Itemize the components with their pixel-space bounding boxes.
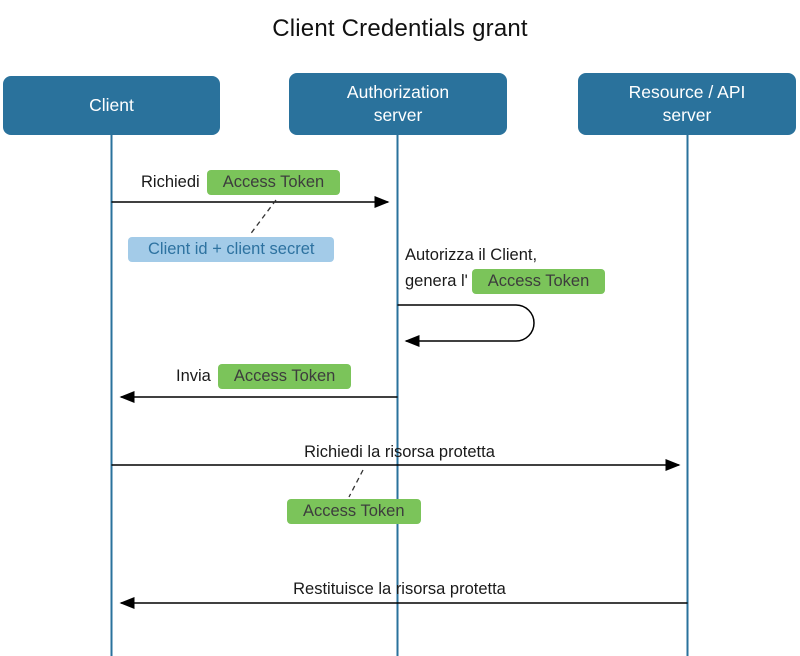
actor-resource-api-server: Resource / API server	[578, 73, 796, 135]
actor-authorization-server: Authorization server	[289, 73, 507, 135]
msg-request-resource: Richiedi la risorsa protetta	[304, 443, 495, 461]
access-token-badge-request: Access Token	[206, 170, 341, 195]
access-token-badge-generate: Access Token	[471, 269, 606, 294]
actor-authorization-server-label: Authorization server	[346, 81, 450, 125]
access-token-badge-send: Access Token	[217, 364, 352, 389]
actor-resource-api-server-label: Resource / API server	[628, 81, 746, 125]
connector-resource-token	[348, 469, 364, 498]
actor-client: Client	[3, 76, 220, 135]
arrow-self-authorize	[397, 304, 535, 347]
self-msg-line1: Autorizza il Client,	[405, 246, 538, 264]
actor-client-label: Client	[89, 94, 134, 115]
msg-send-prefix: Invia	[176, 367, 211, 385]
self-msg-prefix: genera l'	[405, 272, 468, 290]
msg-send-access-token: Invia Access Token	[176, 364, 352, 389]
msg-request-prefix: Richiedi	[141, 173, 200, 191]
access-token-badge-resource: Access Token	[287, 499, 421, 524]
diagram-title: Client Credentials grant	[272, 15, 528, 42]
msg-return-resource: Restituisce la risorsa protetta	[293, 580, 506, 598]
connector-credentials-note	[248, 199, 277, 237]
self-msg-line2: genera l' Access Token	[405, 269, 606, 294]
msg-request-access-token: Richiedi Access Token	[141, 170, 341, 195]
credentials-note: Client id + client secret	[128, 237, 335, 262]
